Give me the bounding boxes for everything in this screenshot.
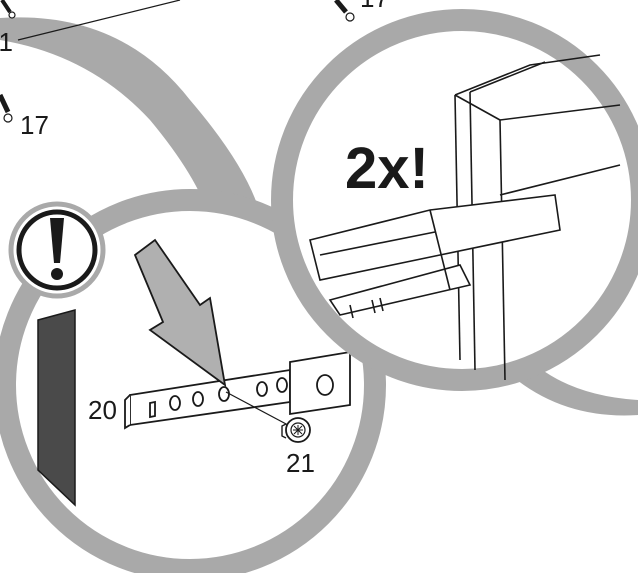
left-callout [0,189,386,573]
part-label-21: 21 [286,448,315,478]
part-label-20: 20 [88,395,117,425]
rail-detail [309,194,561,319]
exclamation-warning-icon [8,201,106,299]
screw-icon [0,0,16,19]
part-label-17-top: 17 [360,0,389,13]
right-callout: 2x! [271,9,638,391]
repeat-note: 2x! [345,136,429,201]
cabinet-frame [454,54,621,381]
part-label-11: 11 [0,27,13,57]
part-label-17-left: 17 [20,110,49,140]
screw-icon [0,93,13,123]
top-left-parts [0,0,355,123]
drawer-rail [124,350,351,430]
screw-icon [281,417,311,443]
dark-panel [37,309,76,507]
down-right-arrow-icon [133,238,227,388]
screw-icon [334,0,355,22]
callout-connectors [0,17,638,416]
